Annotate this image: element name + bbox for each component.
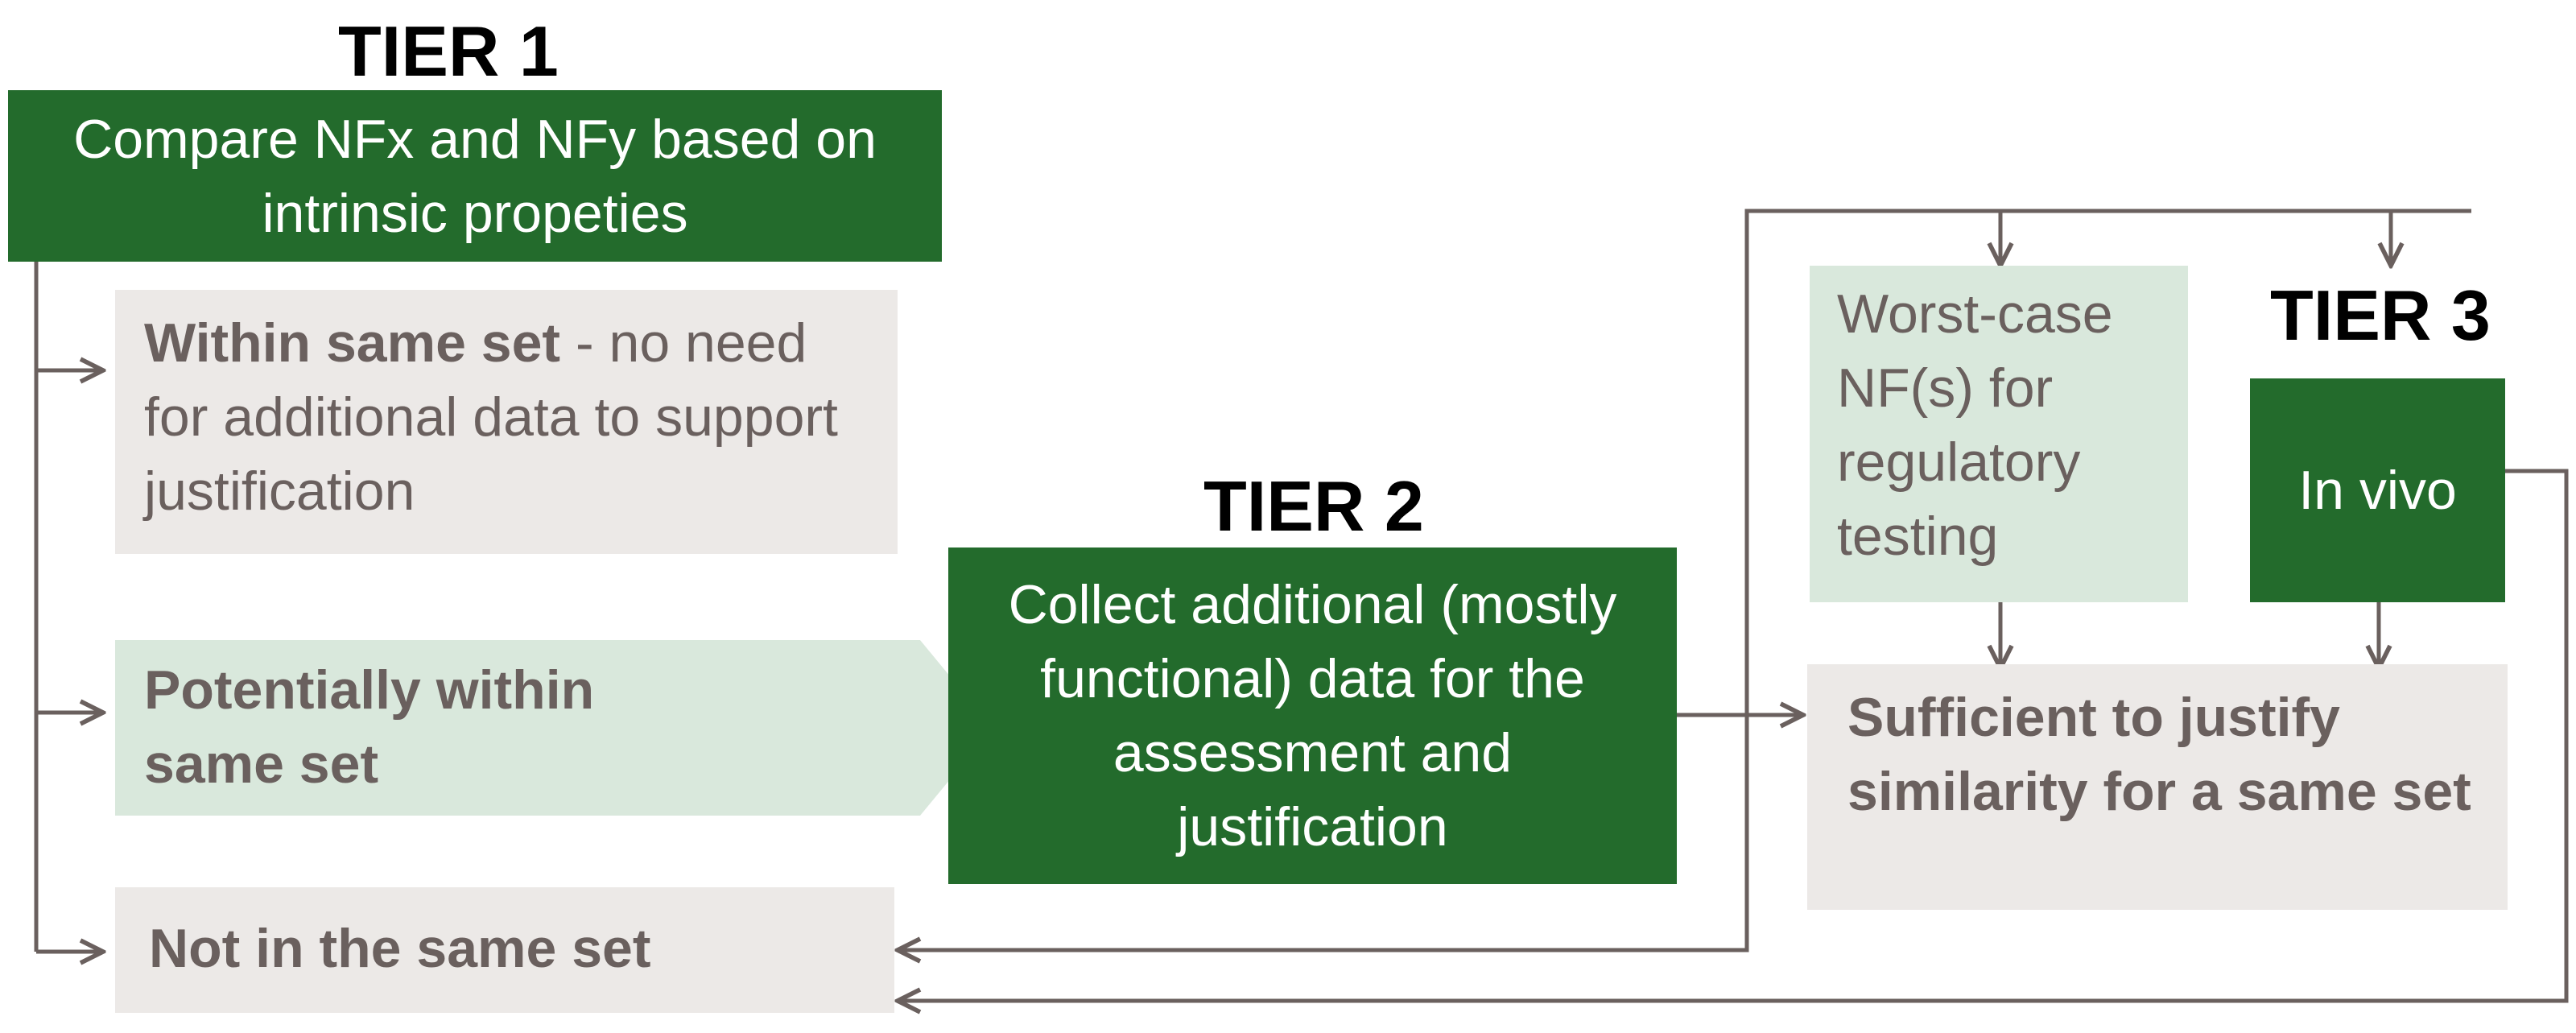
within-same-set-box: Within same set - no need for additional… [115, 290, 898, 554]
sufficient-box: Sufficient to justify similarity for a s… [1807, 664, 2508, 910]
loop-line-top [1744, 209, 2471, 715]
within-same-set-text: - no need for additional data to support… [144, 312, 838, 522]
tier3-box: In vivo [2250, 378, 2505, 602]
tier1-box-text: Compare NFx and NFy based on intrinsic p… [73, 108, 877, 244]
arrow-tier3-to-not-in [898, 469, 2569, 1001]
not-in-same-set-text: Not in the same set [149, 918, 651, 979]
potentially-within-line1: Potentially within [144, 659, 595, 721]
tier3-box-text: In vivo [2298, 460, 2457, 521]
potentially-within-box: Potentially within same set [115, 640, 993, 816]
tier3-label: TIER 3 [2270, 275, 2491, 355]
tier1-box: Compare NFx and NFy based on intrinsic p… [8, 90, 942, 262]
within-same-set-bold: Within same set [144, 312, 561, 374]
worst-case-box: Worst-case NF(s) for regulatory testing [1810, 266, 2188, 602]
tier2-box-text: Collect additional (mostly functional) d… [1008, 574, 1617, 857]
tier2-label: TIER 2 [1203, 466, 1424, 546]
worst-case-text: Worst-case NF(s) for regulatory testing [1837, 283, 2113, 567]
tier2-box: Collect additional (mostly functional) d… [948, 547, 1677, 884]
potentially-within-line2: same set [144, 733, 379, 795]
tier1-label: TIER 1 [338, 11, 559, 91]
sufficient-text: Sufficient to justify similarity for a s… [1847, 687, 2471, 822]
arrow-loop-to-not-in [898, 715, 1749, 950]
not-in-same-set-box: Not in the same set [115, 887, 894, 1013]
